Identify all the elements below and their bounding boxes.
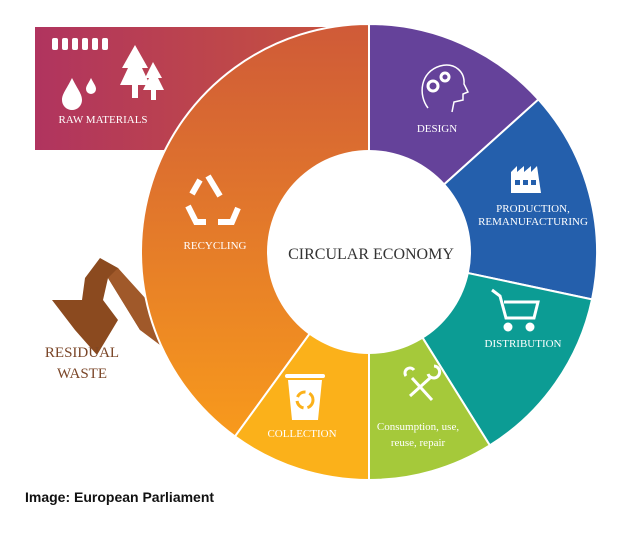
consumption-label-line1: Consumption, use, <box>377 421 459 433</box>
center-title: CIRCULAR ECONOMY <box>288 246 454 263</box>
recycling-label: RECYCLING <box>184 240 247 252</box>
distribution-label: DISTRIBUTION <box>485 338 562 350</box>
shopping-cart-icon <box>491 288 540 332</box>
production-label-line1: PRODUCTION, <box>496 203 570 215</box>
image-caption: Image: European Parliament <box>25 489 215 505</box>
wheat-icon <box>52 38 58 50</box>
collection-label: COLLECTION <box>267 428 336 440</box>
residual-waste-label-line2: WASTE <box>57 366 107 382</box>
residual-waste-arrow <box>52 258 165 355</box>
head-gears-icon <box>421 64 470 113</box>
factory-icon <box>511 166 541 193</box>
design-label: DESIGN <box>417 123 457 135</box>
tools-icon <box>403 364 442 402</box>
production-label-line2: REMANUFACTURING <box>478 216 588 228</box>
recycle-bin-icon <box>285 374 325 420</box>
residual-waste-label-line1: RESIDUAL <box>45 345 119 361</box>
consumption-label-line2: reuse, repair <box>391 437 446 449</box>
raw-materials-label: RAW MATERIALS <box>58 114 147 126</box>
recycle-icon <box>185 174 241 225</box>
center-circle <box>267 150 471 354</box>
wheat-icon <box>102 38 108 50</box>
wheat-icon <box>72 38 78 50</box>
wheat-icon <box>62 38 68 50</box>
water-drops-trees-icon <box>52 38 164 110</box>
wheat-icon <box>92 38 98 50</box>
wheat-icon <box>82 38 88 50</box>
